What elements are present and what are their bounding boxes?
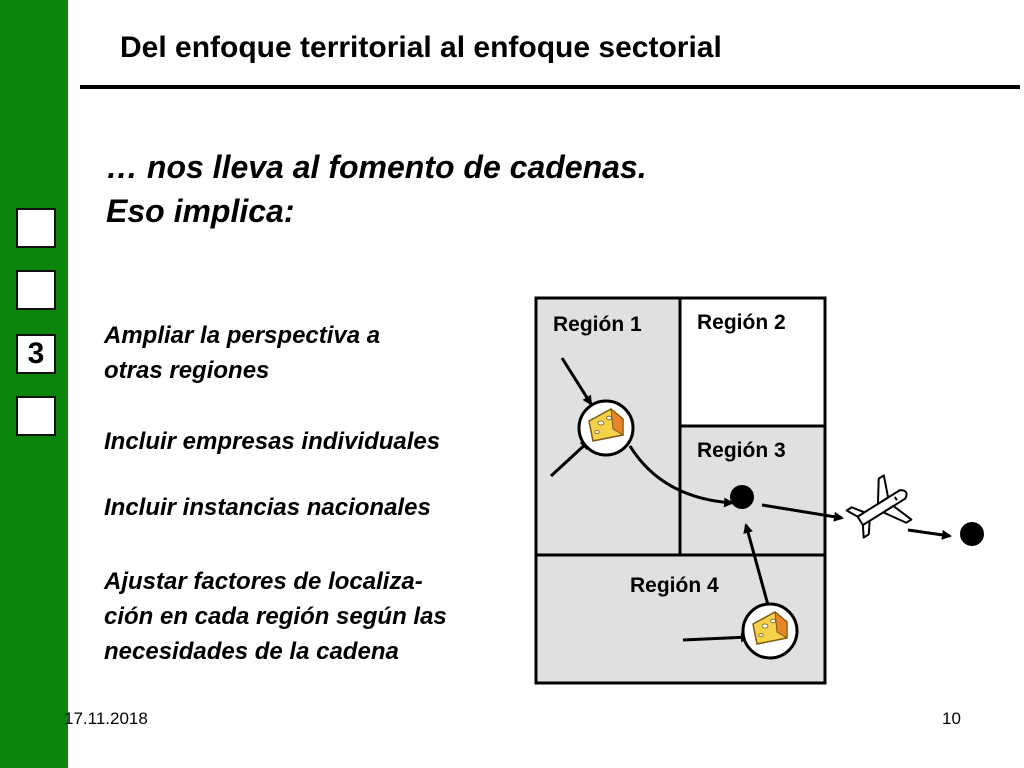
bullet-line: ción en cada región según las	[104, 603, 447, 630]
nav-box-2[interactable]	[16, 270, 56, 310]
region-3-label: Región 3	[697, 439, 786, 462]
bullet-line: necesidades de la cadena	[104, 638, 399, 665]
bullet-line: Ajustar factores de localiza-	[104, 568, 423, 595]
region-1-label: Región 1	[553, 313, 642, 336]
destination-node	[960, 522, 984, 546]
airplane-icon	[845, 474, 913, 539]
sidebar	[0, 0, 68, 768]
bullet-line: Incluir instancias nacionales	[104, 494, 431, 521]
arrow-in-region4	[682, 632, 751, 643]
subtitle: … nos lleva al fomento de cadenas. Eso i…	[106, 145, 647, 233]
bullet-line: Ampliar la perspectiva a	[104, 322, 381, 349]
arrow-in-bottom	[549, 439, 591, 478]
region-4-label: Región 4	[630, 574, 719, 597]
nav-box-1[interactable]	[16, 208, 56, 248]
arrow-to-region3-node	[628, 445, 734, 508]
page-number: 10	[942, 709, 961, 728]
slide-title: Del enfoque territorial al enfoque secto…	[120, 31, 722, 64]
bullet-empresas-individuales: Incluir empresas individuales	[104, 424, 440, 459]
bullet-instancias-nacionales: Incluir instancias nacionales	[104, 490, 431, 525]
subtitle-line-1: … nos lleva al fomento de cadenas.	[106, 149, 647, 185]
title-underline	[80, 85, 1020, 89]
hub-node-region3	[730, 485, 754, 509]
subtitle-line-2: Eso implica:	[106, 193, 295, 229]
bullet-line: Incluir empresas individuales	[104, 428, 441, 455]
nav-box-3-active[interactable]: 3	[16, 334, 56, 374]
bullet-line: otras regiones	[104, 357, 270, 384]
arrow-to-airplane	[761, 503, 844, 522]
bullet-ampliar-perspectiva: Ampliar la perspectiva a otras regiones	[104, 318, 380, 388]
arrow-in-top	[560, 357, 593, 406]
footer-date: 17.11.2018	[64, 709, 148, 728]
bullet-ajustar-factores: Ajustar factores de localiza- ción en ca…	[104, 564, 447, 669]
region-2-area	[678, 296, 827, 428]
region-2-label: Región 2	[697, 311, 786, 334]
arrow-to-destination	[907, 528, 952, 540]
arrow-region4-to-node	[743, 523, 770, 606]
nav-box-4[interactable]	[16, 396, 56, 436]
